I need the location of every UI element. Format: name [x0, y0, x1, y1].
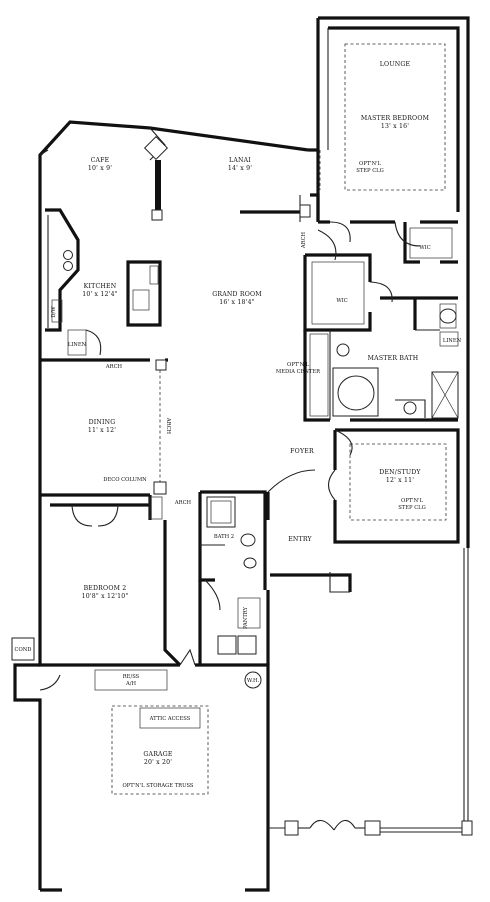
exterior-walls: [13, 16, 470, 892]
storage-truss-label: OPT'N'L STORAGE TRUSS: [123, 783, 194, 789]
lounge-label: LOUNGE: [380, 61, 411, 68]
cond-label: COND: [15, 647, 32, 653]
gate-post-far: [461, 820, 473, 836]
bath2-label: BATH 2: [214, 534, 234, 540]
dishwasher-label: D/W: [51, 306, 57, 318]
arch-bedroom-label: ARCH: [174, 500, 192, 506]
master-suite: [303, 26, 460, 422]
bedroom2-label: BEDROOM 2: [84, 585, 127, 592]
kitchen-sink: [63, 250, 73, 260]
master-sink-2: [403, 401, 417, 415]
media-center-outline: [309, 333, 329, 417]
attic-access-label: ATTIC ACCESS: [149, 716, 191, 722]
dining-label: DINING: [89, 419, 116, 426]
storage-truss-outline: [111, 705, 209, 795]
kitchen-cafe: [39, 127, 169, 371]
cafe-size: 10' x 9': [88, 165, 112, 172]
garage-label: GARAGE: [143, 751, 172, 758]
courtyard-lines: [268, 548, 473, 836]
deco-column: [153, 481, 167, 495]
cafe-label: CAFE: [91, 157, 110, 164]
media-center-line1: OPT'N'L: [287, 362, 310, 368]
attic-access-outline: [139, 707, 201, 729]
grand-room-label: GRAND ROOM: [212, 291, 262, 298]
lanai-size: 14' x 9': [228, 165, 252, 172]
master-toilet: [439, 308, 457, 324]
water-heater: [244, 671, 262, 689]
linen-bath-label: LINEN: [443, 338, 462, 344]
gate-post-left: [284, 820, 299, 836]
dining-size: 11' x 12': [88, 427, 116, 434]
den-study-label: DEN/STUDY: [379, 469, 421, 476]
master-step-clg-line2: STEP CLG: [356, 168, 384, 174]
utility-label-2: A/H: [125, 681, 136, 687]
den-study: [327, 428, 460, 544]
grand-room-size: 16' x 18'4": [219, 299, 255, 306]
media-center-line2: MEDIA CENTER: [276, 369, 321, 375]
master-bath-label: MASTER BATH: [368, 355, 419, 362]
garage: [39, 648, 209, 795]
den-step-clg-line2: STEP CLG: [398, 505, 426, 511]
utility-label-1: RE/SS: [123, 674, 140, 680]
bedroom2-hall: [50, 469, 352, 689]
condenser-unit: [11, 637, 35, 661]
wic-upper-label: WIC: [419, 245, 430, 251]
dining: [40, 370, 167, 497]
master-step-clg-line1: OPT'N'L: [359, 161, 382, 167]
kitchen-label: KITCHEN: [84, 283, 117, 290]
bedroom2-size: 10'8" x 12'10": [82, 593, 129, 600]
arch-wic-label: ARCH: [301, 231, 307, 249]
den-step-clg-line1: OPT'N'L: [401, 498, 424, 504]
arch-kitchen-label: ARCH: [105, 364, 123, 370]
master-step-ceiling-outline: [344, 43, 446, 191]
arch-dining-label: ARCH: [165, 417, 171, 435]
lanai-label: LANAI: [229, 157, 251, 164]
gate-post-right: [364, 820, 381, 836]
wh-label: W.H.: [247, 678, 260, 684]
master-bedroom-label: MASTER BEDROOM: [361, 115, 430, 122]
den-study-size: 12' x 11': [386, 477, 414, 484]
master-bedroom-size: 13' x 16': [381, 123, 409, 130]
garage-size: 20' x 20': [144, 759, 172, 766]
room-labels: LOUNGE MASTER BEDROOM 13' x 16' OPT'N'L …: [15, 61, 462, 789]
foyer-label: FOYER: [290, 448, 314, 455]
pantry-label: PANTRY: [243, 606, 249, 629]
deco-column-label: DECO COLUMN: [103, 477, 147, 483]
kitchen-size: 10' x 12'4": [82, 291, 118, 298]
entry-label: ENTRY: [288, 536, 312, 543]
wic-lower-label: WIC: [336, 298, 347, 304]
bath2-tub: [206, 496, 236, 528]
den-step-ceiling-outline: [349, 443, 447, 521]
lanai-grand-room: [240, 150, 337, 261]
master-sink-1: [336, 343, 350, 357]
linen-hall-label: LINEN: [68, 342, 87, 348]
